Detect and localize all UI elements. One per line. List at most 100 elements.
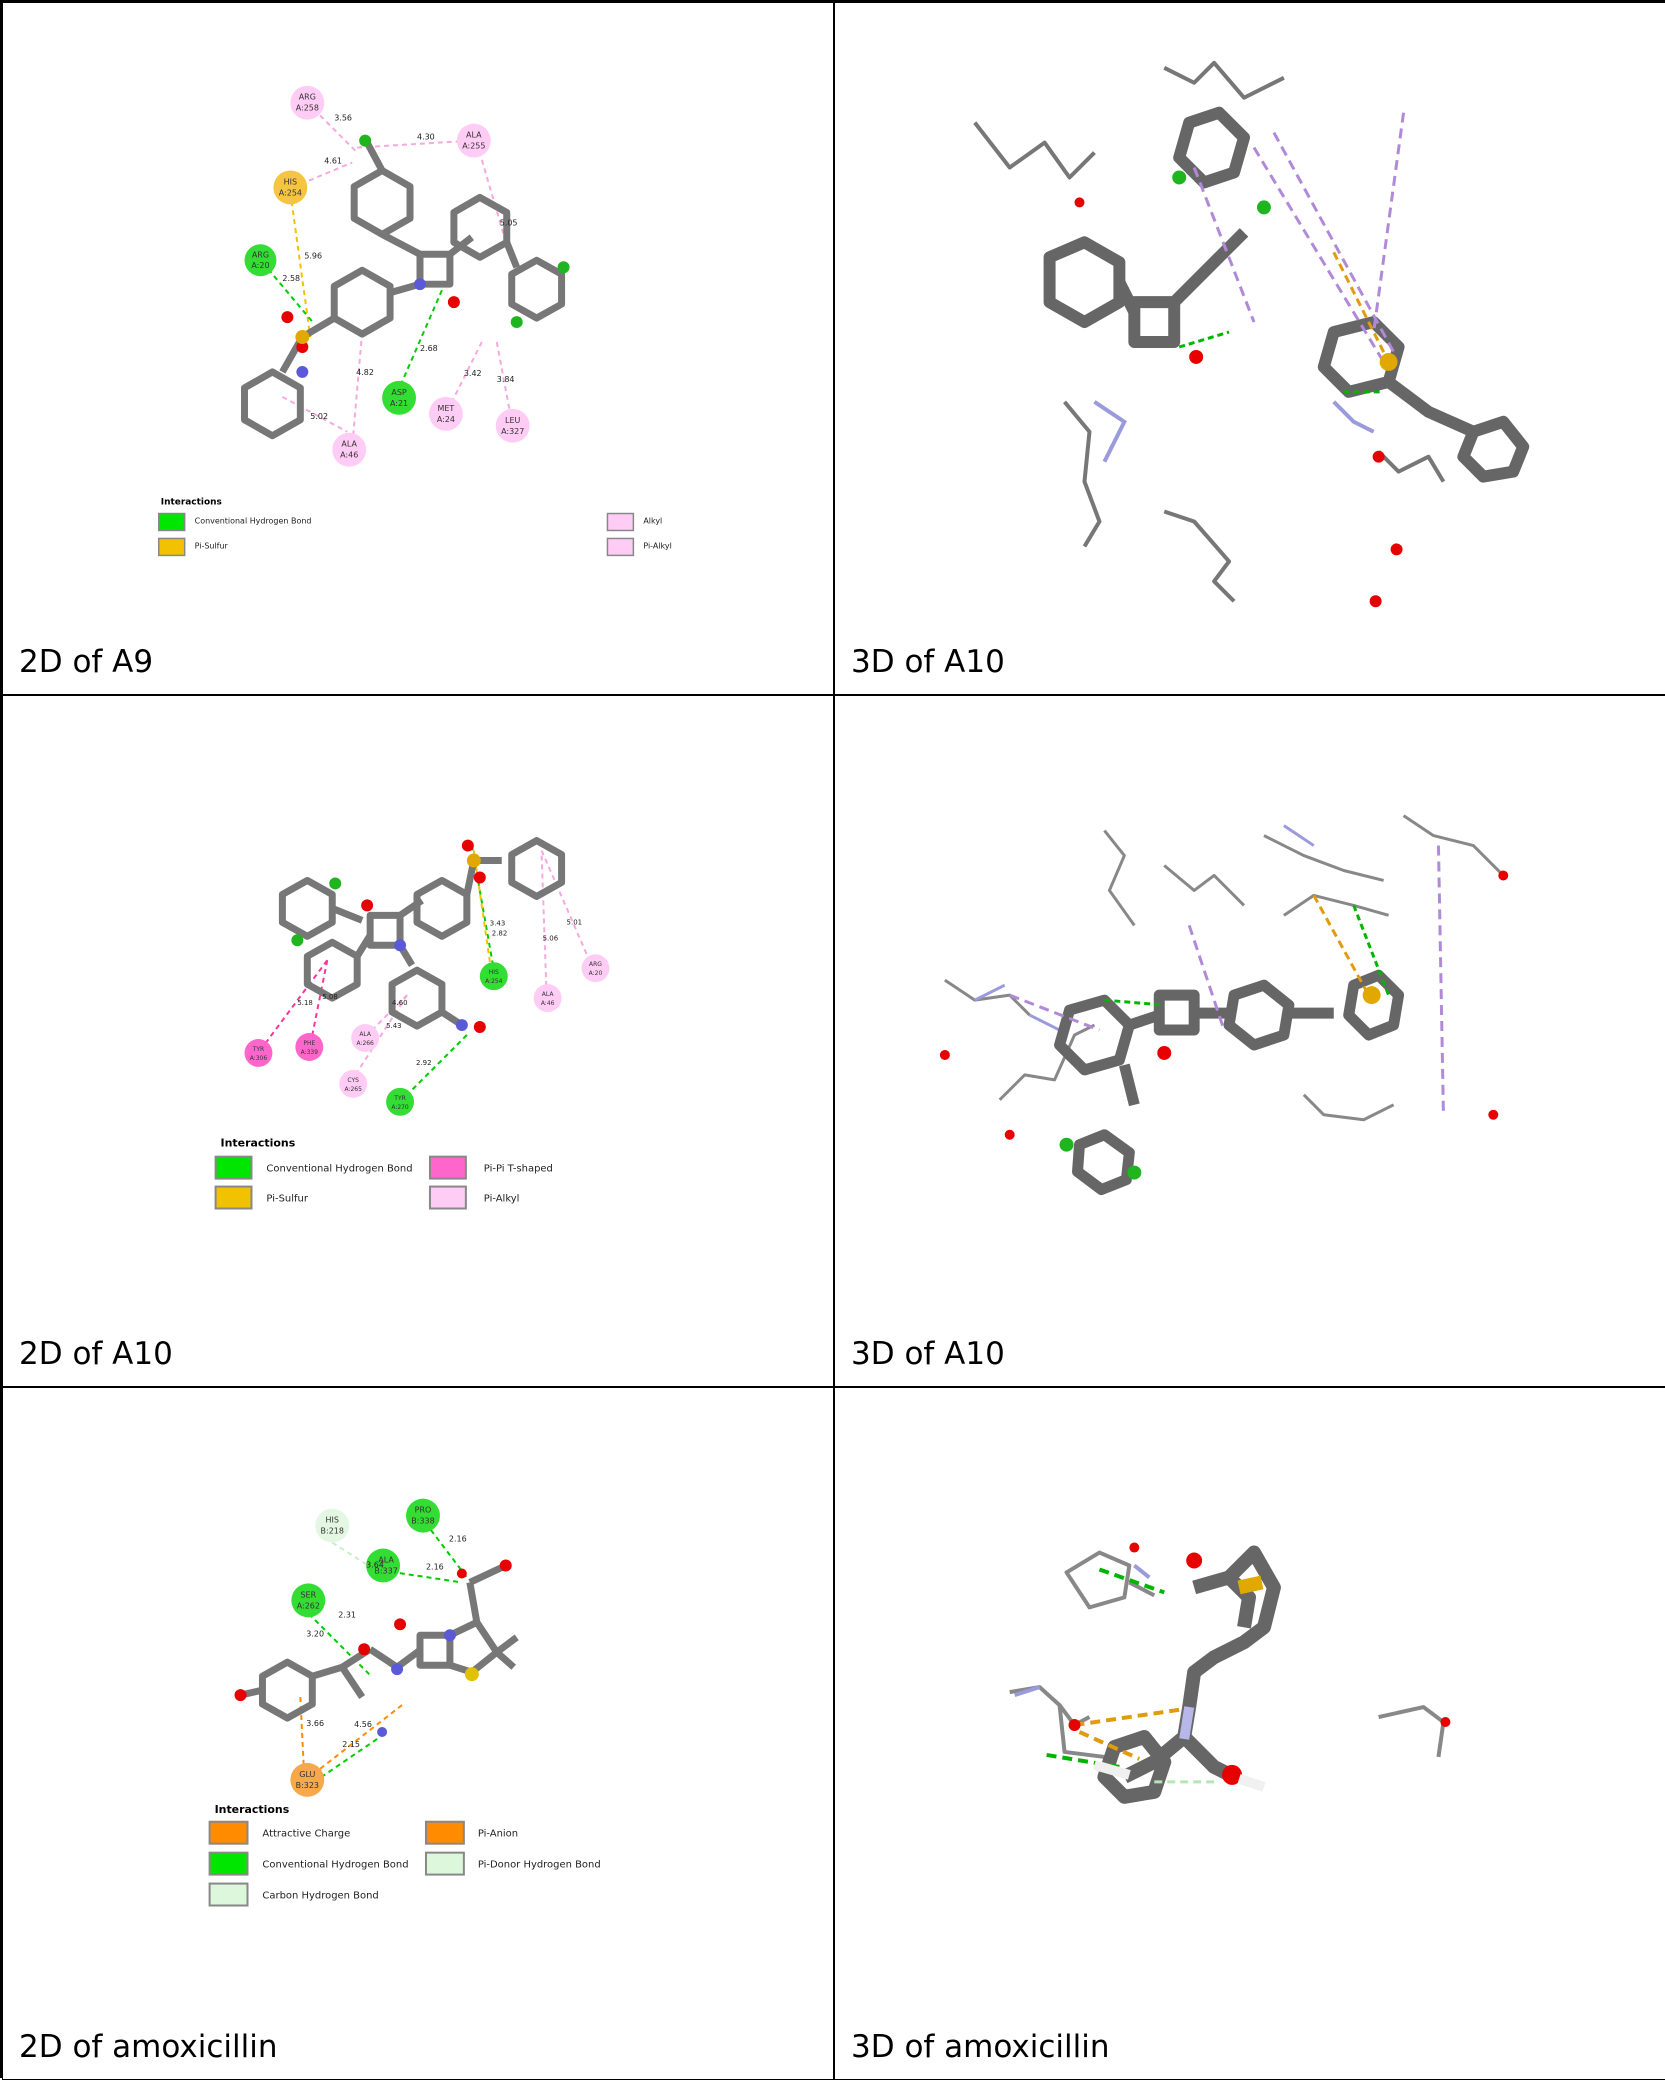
distance-label: 5.08 bbox=[322, 993, 338, 1001]
distance-label: 5.06 bbox=[543, 934, 559, 942]
svg-text:B:218: B:218 bbox=[321, 1527, 344, 1536]
svg-text:ARG: ARG bbox=[299, 93, 316, 102]
panel-3d-a10-middle: 3D of A10 bbox=[834, 695, 1665, 1387]
legend-swatch bbox=[428, 1185, 467, 1210]
svg-text:Conventional Hydrogen Bond: Conventional Hydrogen Bond bbox=[262, 1860, 408, 1871]
legend-swatch bbox=[424, 1820, 465, 1845]
legend-swatch bbox=[208, 1820, 249, 1845]
panel-caption: 2D of amoxicillin bbox=[19, 2029, 278, 2065]
residue-tyr-270: TYR A:270 bbox=[386, 1087, 415, 1116]
svg-text:Pi-Alkyl: Pi-Alkyl bbox=[643, 541, 671, 550]
distance-label: 2.31 bbox=[338, 1610, 356, 1619]
residue-ser-262: SER A:262 bbox=[291, 1583, 326, 1618]
legend: Interactions Conventional Hydrogen Bond … bbox=[158, 498, 672, 557]
residue-tyr-306: TYR A:306 bbox=[244, 1039, 273, 1067]
residue-arg-20: ARG A:20 bbox=[244, 244, 277, 277]
svg-text:HIS: HIS bbox=[489, 969, 499, 976]
residue-asp-21: ASP A:21 bbox=[382, 380, 417, 415]
svg-text:A:46: A:46 bbox=[541, 1000, 555, 1007]
distance-label: 3.66 bbox=[306, 1719, 324, 1728]
distance-label: 4.60 bbox=[392, 999, 408, 1007]
svg-text:B:338: B:338 bbox=[411, 1517, 434, 1526]
svg-text:B:323: B:323 bbox=[296, 1781, 319, 1790]
legend-swatch bbox=[606, 512, 635, 532]
svg-text:ALA: ALA bbox=[359, 1031, 372, 1038]
svg-text:Pi-Pi T-shaped: Pi-Pi T-shaped bbox=[484, 1164, 553, 1175]
legend-swatch bbox=[158, 537, 186, 557]
svg-text:A:258: A:258 bbox=[296, 104, 319, 113]
distance-label: 2.82 bbox=[492, 929, 508, 937]
distance-label: 5.18 bbox=[297, 999, 313, 1007]
svg-text:A:254: A:254 bbox=[485, 978, 503, 985]
panel-2d-a9: ARG A:258 ALA A:255 HIS A:254 ARG A:20 A… bbox=[2, 2, 834, 695]
svg-text:A:21: A:21 bbox=[390, 399, 408, 408]
interaction-diagram-2d-amoxicillin: HIS B:218 PRO B:338 ALA B:337 SER A:262 … bbox=[208, 1498, 601, 1907]
legend: Interactions Conventional Hydrogen Bond … bbox=[214, 1137, 553, 1210]
distance-label: 4.30 bbox=[417, 133, 435, 142]
svg-text:GLU: GLU bbox=[299, 1770, 315, 1779]
residue-ala-46: ALA A:46 bbox=[332, 432, 367, 467]
residue-cys-265: CYS A:265 bbox=[339, 1069, 368, 1098]
residue-his-254: HIS A:254 bbox=[273, 170, 308, 205]
svg-text:Interactions: Interactions bbox=[215, 1803, 290, 1816]
svg-text:A:327: A:327 bbox=[501, 427, 524, 436]
panel-caption: 3D of A10 bbox=[851, 1336, 1005, 1372]
svg-text:ALA: ALA bbox=[341, 440, 357, 449]
svg-text:PRO: PRO bbox=[415, 1506, 432, 1515]
legend-swatch bbox=[158, 512, 186, 532]
residue-leu-327: LEU A:327 bbox=[495, 408, 530, 443]
distance-label: 2.16 bbox=[426, 1562, 444, 1571]
distance-label: 3.56 bbox=[334, 114, 352, 123]
svg-text:ALA: ALA bbox=[466, 131, 482, 140]
svg-text:A:262: A:262 bbox=[297, 1601, 320, 1610]
panel-2d-a10: HIS A:254 ARG A:20 ALA A:46 TYR A:306 PH… bbox=[2, 695, 834, 1387]
svg-text:A:24: A:24 bbox=[437, 415, 455, 424]
distance-label: 5.02 bbox=[310, 412, 328, 421]
svg-text:A:20: A:20 bbox=[251, 261, 269, 270]
svg-text:A:46: A:46 bbox=[340, 451, 358, 460]
svg-text:Conventional Hydrogen Bond: Conventional Hydrogen Bond bbox=[266, 1164, 412, 1175]
distance-label: 4.82 bbox=[356, 368, 374, 377]
distance-label: 3.20 bbox=[306, 1629, 324, 1638]
svg-text:A:255: A:255 bbox=[462, 142, 485, 151]
svg-text:A:254: A:254 bbox=[279, 188, 302, 197]
svg-text:ARG: ARG bbox=[252, 250, 269, 259]
residue-pro-338: PRO B:338 bbox=[406, 1498, 440, 1533]
residue-his-254: HIS A:254 bbox=[479, 962, 508, 991]
svg-text:A:270: A:270 bbox=[391, 1104, 409, 1111]
distance-label: 2.16 bbox=[449, 1535, 467, 1544]
svg-text:TYR: TYR bbox=[252, 1046, 264, 1053]
residue-his-218: HIS B:218 bbox=[315, 1508, 350, 1543]
residue-phe-339: PHE A:339 bbox=[295, 1033, 324, 1061]
legend-swatch bbox=[606, 537, 635, 557]
legend-swatch bbox=[208, 1882, 249, 1907]
distance-label: 2.68 bbox=[420, 344, 438, 353]
legend-swatch bbox=[214, 1155, 253, 1180]
distance-label: 4.61 bbox=[324, 157, 342, 166]
distance-label: 3.84 bbox=[497, 375, 515, 384]
residue-ala-266: ALA A:266 bbox=[351, 1024, 380, 1052]
svg-text:A:266: A:266 bbox=[356, 1040, 374, 1047]
svg-text:Pi-Alkyl: Pi-Alkyl bbox=[484, 1194, 520, 1205]
svg-text:A:20: A:20 bbox=[589, 970, 603, 977]
residue-arg-20: ARG A:20 bbox=[581, 954, 610, 983]
distance-label: 5.96 bbox=[304, 251, 322, 260]
legend: Interactions Attractive Charge Pi-Anion … bbox=[208, 1803, 601, 1907]
distance-label: 2.58 bbox=[282, 274, 300, 283]
interaction-diagram-2d-a9: ARG A:258 ALA A:255 HIS A:254 ARG A:20 A… bbox=[158, 85, 672, 557]
svg-text:Conventional Hydrogen Bond: Conventional Hydrogen Bond bbox=[195, 516, 312, 525]
panel-caption: 2D of A10 bbox=[19, 1336, 173, 1372]
svg-text:ALA: ALA bbox=[542, 991, 555, 998]
panel-caption: 3D of amoxicillin bbox=[851, 2029, 1110, 2065]
panel-caption: 3D of A10 bbox=[851, 644, 1005, 680]
svg-text:Alkyl: Alkyl bbox=[643, 516, 662, 525]
svg-text:HIS: HIS bbox=[326, 1516, 339, 1525]
svg-text:LEU: LEU bbox=[505, 416, 520, 425]
panel-2d-amoxicillin: HIS B:218 PRO B:338 ALA B:337 SER A:262 … bbox=[2, 1387, 834, 2080]
panel-3d-a10-top: 3D of A10 bbox=[834, 2, 1665, 695]
svg-text:Pi-Anion: Pi-Anion bbox=[478, 1829, 518, 1840]
distance-label: 2.92 bbox=[416, 1059, 432, 1067]
legend-swatch bbox=[424, 1851, 465, 1876]
panel-3d-amoxicillin: 3D of amoxicillin bbox=[834, 1387, 1665, 2080]
